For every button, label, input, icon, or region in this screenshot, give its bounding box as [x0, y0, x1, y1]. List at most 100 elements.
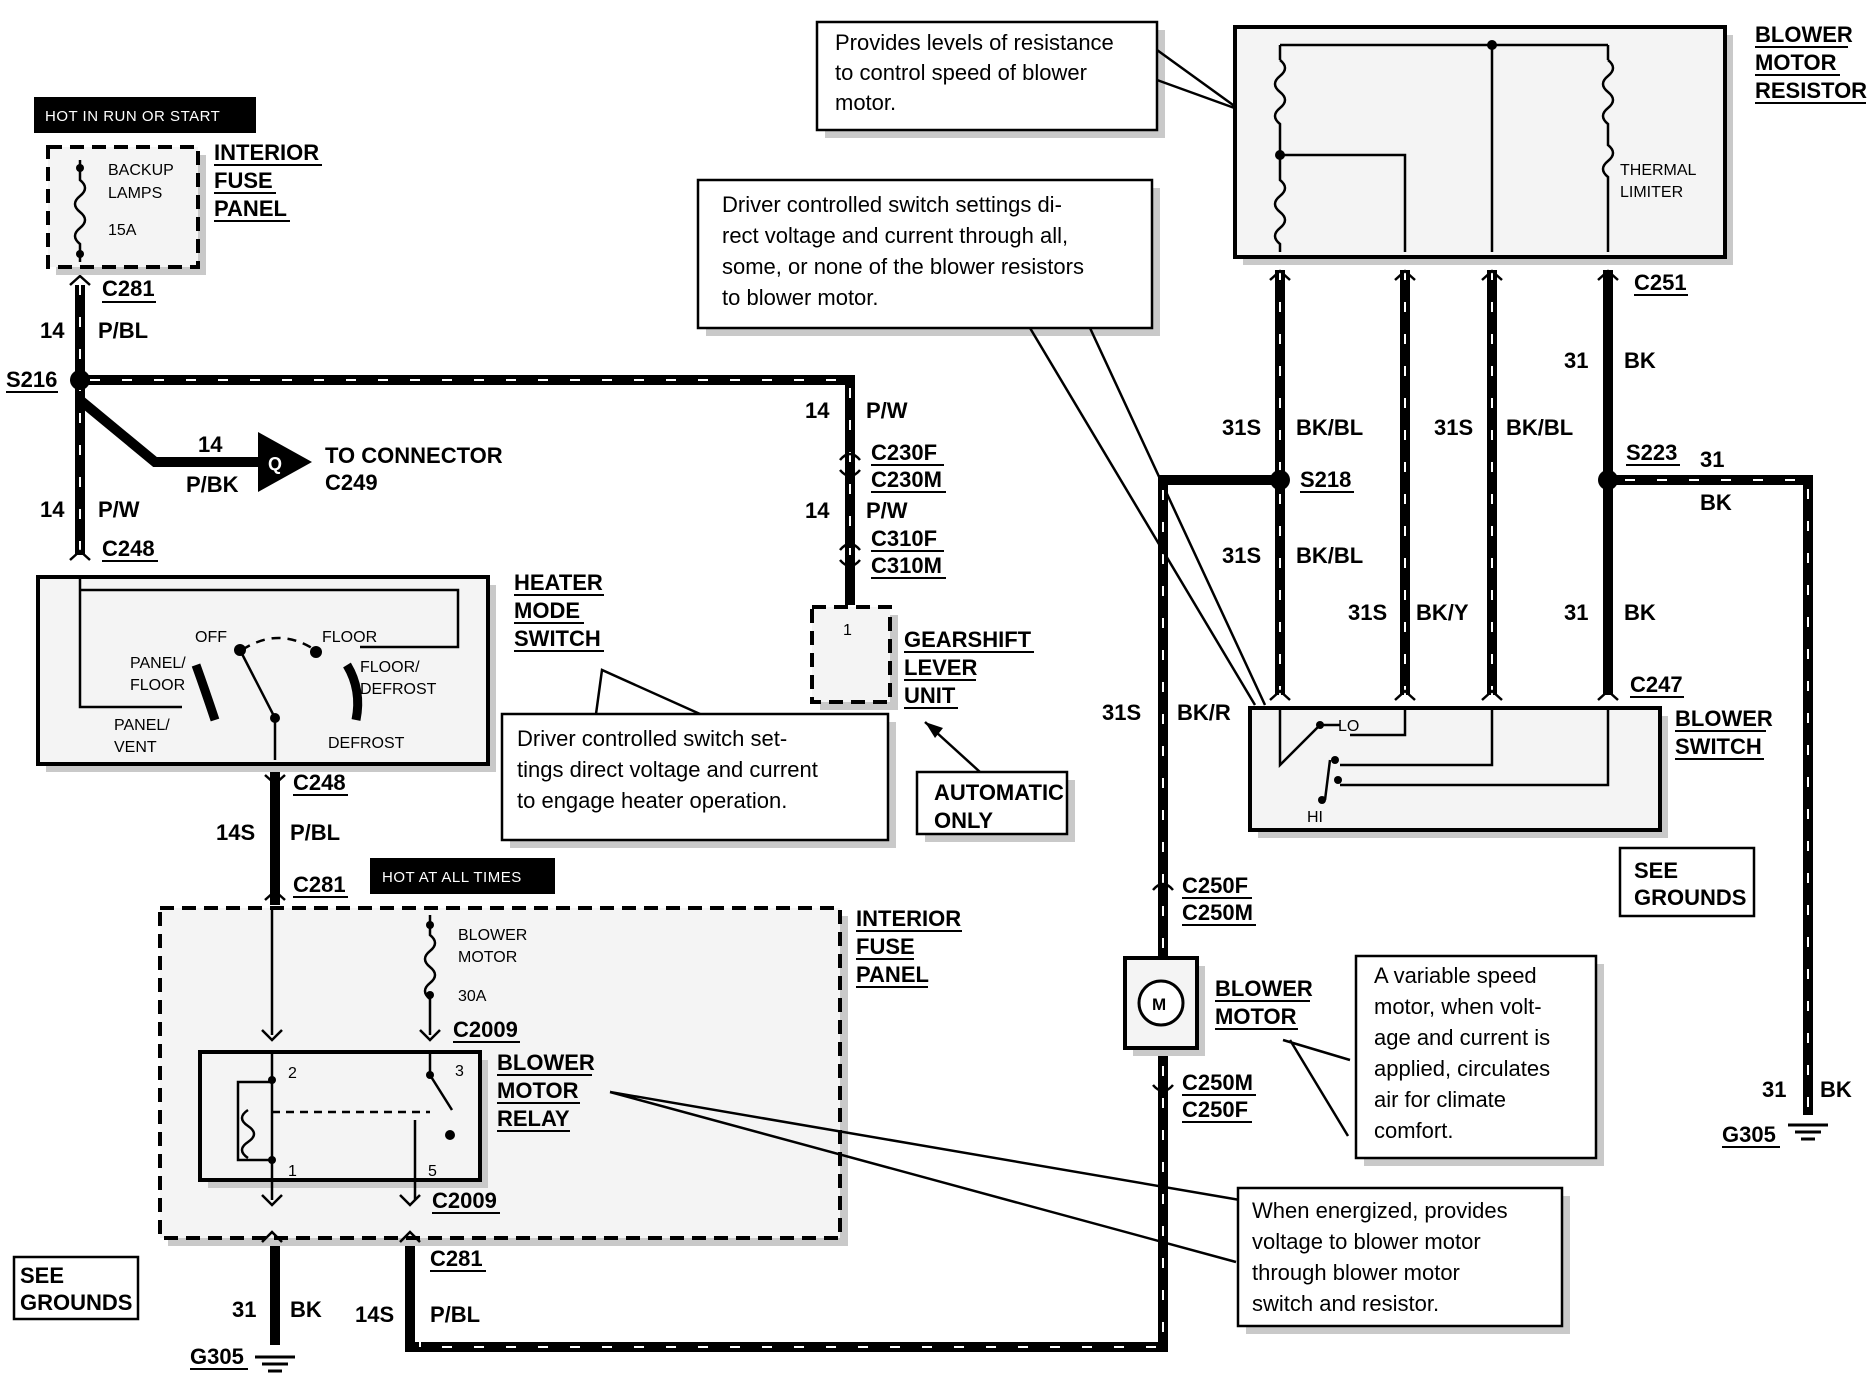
svg-text:Driver controlled switch setti: Driver controlled switch settings di-: [722, 192, 1062, 217]
label-gearshift-lever-unit: GEARSHIFT LEVER UNIT: [904, 627, 1034, 709]
svg-text:PANEL/: PANEL/: [114, 717, 170, 734]
svg-text:MOTOR: MOTOR: [458, 949, 517, 966]
svg-text:1: 1: [843, 622, 852, 639]
svg-text:motor.: motor.: [835, 90, 896, 115]
svg-text:MOTOR: MOTOR: [497, 1078, 579, 1103]
svg-text:GEARSHIFT: GEARSHIFT: [904, 627, 1032, 652]
label-interior-fuse-panel-top: INTERIOR FUSE PANEL: [214, 140, 322, 222]
connector-c230m: C230M: [871, 467, 942, 492]
connector-c230f: C230F: [871, 440, 937, 465]
callout-blower-switch: [696, 178, 1154, 330]
svg-text:FUSE: FUSE: [856, 934, 915, 959]
label-blower-motor-relay: BLOWER MOTOR RELAY: [497, 1050, 595, 1132]
svg-text:14: 14: [40, 497, 65, 522]
svg-text:SWITCH: SWITCH: [514, 626, 601, 651]
svg-text:14: 14: [198, 432, 223, 457]
svg-text:P/BL: P/BL: [290, 820, 340, 845]
svg-text:to blower motor.: to blower motor.: [722, 285, 879, 310]
svg-text:31: 31: [1564, 348, 1588, 373]
connector-c281-bot: C281: [430, 1246, 483, 1271]
fuse-blower-motor-symbol: [423, 915, 437, 1035]
svg-text:BACKUP: BACKUP: [108, 162, 174, 179]
splice-s223: [1598, 470, 1618, 490]
svg-text:31: 31: [232, 1297, 256, 1322]
svg-text:P/W: P/W: [866, 398, 908, 423]
svg-text:FLOOR: FLOOR: [130, 677, 185, 694]
connector-marks: [69, 269, 1619, 1093]
svg-text:LO: LO: [1338, 718, 1359, 735]
connector-c310m: C310M: [871, 553, 942, 578]
tag-hot-run-start-bg: [34, 97, 256, 133]
svg-text:age and current is: age and current is: [1374, 1025, 1550, 1050]
svg-text:BK/BL: BK/BL: [1296, 543, 1363, 568]
svg-text:31: 31: [1564, 600, 1588, 625]
svg-text:31S: 31S: [1222, 543, 1261, 568]
resistor-2-symbol: [1601, 59, 1615, 252]
automatic-only-box: [915, 770, 1069, 836]
svg-text:31S: 31S: [1102, 700, 1141, 725]
connector-c247: C247: [1630, 672, 1683, 697]
svg-text:31S: 31S: [1434, 415, 1473, 440]
connector-c2009-a: C2009: [453, 1017, 518, 1042]
see-grounds-right: [1618, 846, 1756, 918]
interior-fuse-panel-top: [46, 145, 200, 269]
svg-text:LAMPS: LAMPS: [108, 185, 162, 202]
svg-text:ONLY: ONLY: [934, 808, 993, 833]
wiring: [75, 270, 1813, 1352]
callout-heater-switch: [500, 712, 890, 842]
svg-text:FUSE: FUSE: [214, 168, 273, 193]
svg-text:RELAY: RELAY: [497, 1106, 570, 1131]
svg-text:comfort.: comfort.: [1374, 1118, 1453, 1143]
svg-text:PANEL: PANEL: [214, 196, 287, 221]
svg-text:P/BK: P/BK: [186, 472, 239, 497]
ground-g305-right: G305: [1722, 1122, 1776, 1147]
svg-text:FLOOR: FLOOR: [322, 629, 377, 646]
wire-c281-bottom-loop: [405, 475, 1280, 1352]
ground-symbol-right: [1788, 1123, 1828, 1141]
svg-text:SEE: SEE: [20, 1263, 64, 1288]
thermal-limiter-label: THERMAL: [1620, 162, 1697, 179]
svg-text:BK: BK: [1624, 348, 1656, 373]
wire-s223-ground: [1608, 475, 1813, 1115]
splice-s218-label: S218: [1300, 467, 1351, 492]
svg-text:BK/Y: BK/Y: [1416, 600, 1469, 625]
svg-text:BK: BK: [290, 1297, 322, 1322]
callout-blower-motor: [1354, 954, 1598, 1160]
svg-text:BLOWER: BLOWER: [1755, 22, 1853, 47]
connector-c250f-b: C250F: [1182, 1097, 1248, 1122]
svg-text:30A: 30A: [458, 988, 487, 1005]
svg-text:BLOWER: BLOWER: [1215, 976, 1313, 1001]
svg-text:AUTOMATIC: AUTOMATIC: [934, 780, 1064, 805]
connector-c250m-a: C250M: [1182, 900, 1253, 925]
svg-text:15A: 15A: [108, 222, 137, 239]
svg-text:31S: 31S: [1348, 600, 1387, 625]
connector-q-label: Q: [268, 454, 282, 474]
svg-text:A variable speed: A variable speed: [1374, 963, 1537, 988]
svg-text:SWITCH: SWITCH: [1675, 734, 1762, 759]
connector-c248-a: C248: [102, 536, 155, 561]
heater-mode-switch: [36, 575, 490, 766]
svg-text:BK: BK: [1624, 600, 1656, 625]
svg-text:air for climate: air for climate: [1374, 1087, 1506, 1112]
svg-text:voltage to blower motor: voltage to blower motor: [1252, 1229, 1481, 1254]
svg-text:31: 31: [1700, 447, 1724, 472]
gearshift-lever-unit: [810, 605, 892, 704]
svg-text:31: 31: [1762, 1077, 1786, 1102]
svg-text:P/W: P/W: [98, 497, 140, 522]
svg-text:GROUNDS: GROUNDS: [20, 1290, 132, 1315]
svg-text:Provides levels of resistance: Provides levels of resistance: [835, 30, 1114, 55]
svg-text:DEFROST: DEFROST: [360, 681, 437, 698]
svg-text:BK: BK: [1700, 490, 1732, 515]
label-blower-motor-resistor: BLOWER MOTOR RESISTOR: [1755, 22, 1867, 104]
label-blower-motor: BLOWER MOTOR: [1215, 976, 1313, 1030]
svg-text:through blower motor: through blower motor: [1252, 1260, 1460, 1285]
splice-s223-label: S223: [1626, 440, 1677, 465]
svg-text:14: 14: [805, 498, 830, 523]
svg-text:14: 14: [805, 398, 830, 423]
svg-text:HEATER: HEATER: [514, 570, 603, 595]
connector-c250f-a: C250F: [1182, 873, 1248, 898]
splice-s216-label: S216: [6, 367, 57, 392]
svg-text:P/BL: P/BL: [98, 318, 148, 343]
svg-text:switch and resistor.: switch and resistor.: [1252, 1291, 1439, 1316]
